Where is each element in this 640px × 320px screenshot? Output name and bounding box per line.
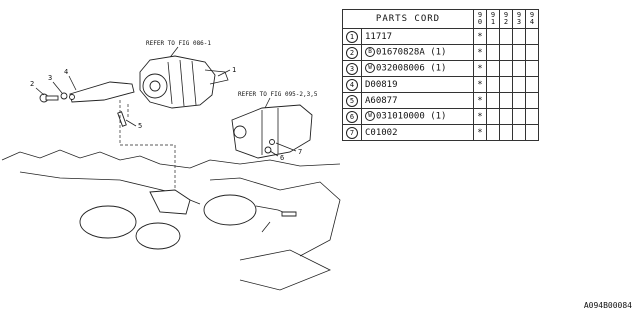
steering-gearbox-drawing — [231, 104, 313, 159]
callout-leader — [52, 81, 63, 94]
parts-code-header: PARTS CORD — [342, 9, 474, 29]
part-qty: (1) — [430, 111, 447, 122]
row-index: 6 — [346, 110, 358, 123]
year-mark: * — [477, 79, 483, 90]
callout-leader — [269, 150, 279, 157]
part-prefix: W — [365, 111, 375, 122]
refer-alternator-label: REFER TO FIG 086-1 — [146, 40, 211, 47]
refer-steering-leader — [264, 97, 271, 109]
year-mark: * — [477, 127, 483, 138]
part-code: 01670828A — [376, 47, 425, 58]
row-index: 4 — [346, 78, 358, 91]
alternator-drawing — [139, 55, 229, 109]
part-prefix: W — [365, 63, 375, 74]
year-mark: * — [477, 47, 483, 58]
refer-steering-label: REFER TO FIG 095-2,3,5 — [238, 91, 318, 98]
part-code: 031010000 — [376, 111, 425, 122]
row-index: 2 — [346, 46, 358, 59]
row-index: 7 — [346, 126, 358, 139]
callout-2: 2 — [30, 80, 34, 88]
callout-leader — [68, 75, 77, 91]
guide-line — [119, 100, 176, 190]
part-qty: (1) — [430, 63, 447, 74]
row-index: 3 — [346, 62, 358, 75]
year-mark: * — [477, 95, 483, 106]
callout-1: 1 — [232, 66, 236, 74]
callout-leader — [217, 69, 231, 77]
part-code: 11717 — [365, 31, 393, 42]
row-index: 5 — [346, 94, 358, 107]
document-id: A094B00084 — [583, 301, 632, 310]
year-mark: * — [477, 111, 483, 122]
callout-leader — [125, 119, 137, 127]
part-code: D00819 — [365, 79, 398, 90]
part-code: A60877 — [365, 95, 398, 106]
callout-leader — [275, 142, 297, 152]
bracket-drawing — [39, 81, 135, 127]
part-code: C01002 — [365, 127, 398, 138]
callout-3: 3 — [48, 74, 52, 82]
year-mark: * — [477, 63, 483, 74]
part-prefix: B — [365, 47, 375, 58]
part-code: 032008006 — [376, 63, 425, 74]
chassis-outline — [1, 149, 341, 291]
row-index: 1 — [346, 30, 358, 43]
table-row: 7 C01002 * — [342, 124, 539, 141]
part-qty: (1) — [430, 47, 447, 58]
callout-leader — [35, 87, 45, 96]
callout-6: 6 — [280, 154, 284, 162]
callout-7: 7 — [298, 148, 302, 156]
year-mark: * — [477, 31, 483, 42]
table-row: 5 A60877 * — [342, 92, 539, 109]
table-row: 4 D00819 * — [342, 76, 539, 93]
table-row: 1 11717 * — [342, 28, 539, 45]
callout-5: 5 — [138, 122, 142, 130]
callout-4: 4 — [64, 68, 68, 76]
